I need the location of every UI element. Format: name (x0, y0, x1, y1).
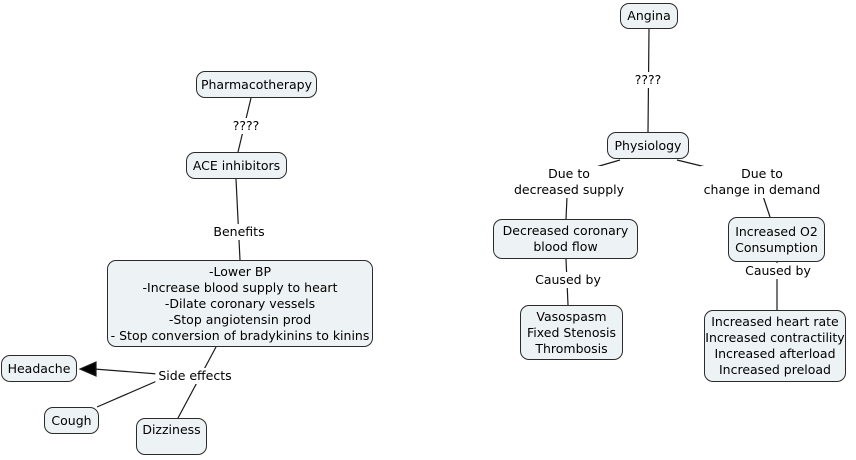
linking-phrase-caused-by-supply[interactable]: Caused by (532, 272, 604, 288)
node-increased-o2-consumption[interactable]: Increased O2 Consumption (728, 217, 825, 262)
connector-duedemand-to-inco2 (762, 195, 771, 218)
connector-sideeffects-to-headache (93, 368, 159, 375)
node-physiology[interactable]: Physiology (607, 132, 689, 159)
linking-phrase-side-effects[interactable]: Side effects (155, 368, 235, 384)
node-headache[interactable]: Headache (1, 355, 77, 382)
arrowhead-to-headache (78, 361, 97, 377)
linking-phrase-benefits[interactable]: Benefits (210, 224, 268, 240)
node-angina[interactable]: Angina (620, 3, 678, 29)
node-dizziness[interactable]: Dizziness (136, 418, 207, 455)
linking-phrase-due-to-decreased-supply[interactable]: Due to decreased supply (511, 166, 627, 198)
node-benefits-list[interactable]: -Lower BP -Increase blood supply to hear… (107, 260, 373, 347)
connector-ace-to-benefits-box (235, 178, 241, 261)
node-ace-inhibitors[interactable]: ACE inhibitors (186, 152, 287, 179)
linking-phrase-angina-unknown[interactable]: ???? (631, 72, 665, 88)
linking-phrase-pharma-unknown[interactable]: ???? (229, 118, 263, 134)
linking-phrase-caused-by-demand[interactable]: Caused by (742, 263, 814, 279)
node-decreased-coronary-blood-flow[interactable]: Decreased coronary blood flow (493, 219, 638, 259)
linking-phrase-due-to-change-in-demand[interactable]: Due to change in demand (700, 166, 824, 198)
node-supply-causes[interactable]: Vasospasm Fixed Stenosis Thrombosis (520, 305, 623, 360)
connector-sideeffects-to-cough (96, 380, 158, 408)
node-cough[interactable]: Cough (44, 407, 99, 434)
connector-duesupply-to-decflow (565, 196, 568, 220)
node-pharmacotherapy[interactable]: Pharmacotherapy (196, 71, 317, 98)
node-demand-causes[interactable]: Increased heart rate Increased contracti… (704, 310, 846, 382)
